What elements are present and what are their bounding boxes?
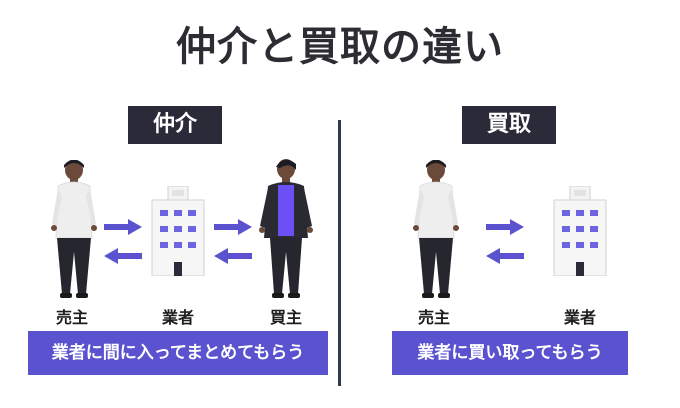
arrow-right-icon: [486, 219, 524, 235]
arrow-left-icon: [486, 248, 524, 264]
seller-person-icon: [51, 160, 97, 298]
arrow-left-icon: [104, 248, 142, 264]
arrow-right-icon: [214, 219, 252, 235]
chukai-buyer-label: 買主: [269, 308, 302, 327]
kaitori-label: 買取: [462, 106, 556, 144]
page-title: 仲介と買取の違い: [176, 24, 504, 70]
chukai-caption: 業者に間に入ってまとめてもらう: [28, 331, 328, 375]
chukai-label: 仲介: [128, 106, 222, 144]
kaitori-seller-label: 売主: [417, 308, 450, 327]
kaitori-caption: 業者に買い取ってもらう: [392, 331, 628, 375]
section-divider: [338, 120, 341, 386]
arrow-right-icon: [104, 219, 142, 235]
kaitori-agent-label: 業者: [563, 308, 596, 327]
chukai-agent-label: 業者: [161, 308, 194, 327]
agent-building-icon: [151, 186, 205, 276]
agent-building-icon: [553, 186, 607, 276]
seller-person-icon: [413, 160, 459, 298]
buyer-person-icon: [259, 159, 313, 298]
arrow-left-icon: [214, 248, 252, 264]
chukai-seller-label: 売主: [55, 308, 88, 327]
